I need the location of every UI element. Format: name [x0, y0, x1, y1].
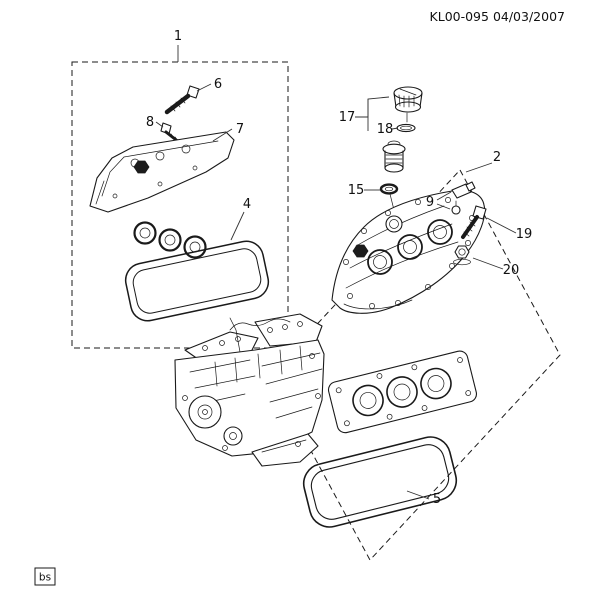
- callout-6: 6: [214, 77, 222, 92]
- oil-filler-cap-17: [393, 86, 423, 113]
- callout-17: 17: [339, 110, 356, 125]
- callout-19: 19: [516, 227, 533, 242]
- callout-9: 9: [426, 195, 434, 210]
- sensor-parts-9: [451, 181, 476, 215]
- callout-1: 1: [174, 29, 182, 44]
- filler-tube-adapter: [382, 140, 406, 173]
- initials-plate: bs: [34, 567, 56, 586]
- leader-lines: [155, 45, 517, 500]
- valve-cover-right: [331, 189, 486, 314]
- bolt-19: [461, 205, 487, 239]
- spark-plug-seals: [133, 221, 207, 259]
- callout-2: 2: [493, 150, 501, 165]
- callout-15: 15: [348, 183, 365, 198]
- group-box-left-cover: [71, 61, 289, 349]
- bolt-6: [164, 85, 200, 115]
- oil-seal-15: [379, 183, 399, 195]
- cover-gasket-4: [124, 240, 270, 322]
- head-gasket-plate: [327, 350, 478, 434]
- document-reference: KL00-095 04/03/2007: [430, 9, 565, 24]
- callout-7: 7: [236, 122, 244, 137]
- callout-20: 20: [503, 263, 520, 278]
- callout-18: 18: [377, 122, 394, 137]
- nut-20: [453, 245, 471, 266]
- valve-cover-left: [89, 131, 235, 213]
- callout-4: 4: [243, 197, 251, 212]
- engine-illustration: [174, 313, 325, 467]
- callout-5: 5: [433, 492, 441, 507]
- cap-seal-ring-18: [396, 123, 416, 133]
- initials-text: bs: [39, 572, 51, 584]
- cover-gasket-5: [302, 436, 458, 528]
- callout-8: 8: [146, 115, 154, 130]
- group-box-right-cover: [269, 169, 561, 561]
